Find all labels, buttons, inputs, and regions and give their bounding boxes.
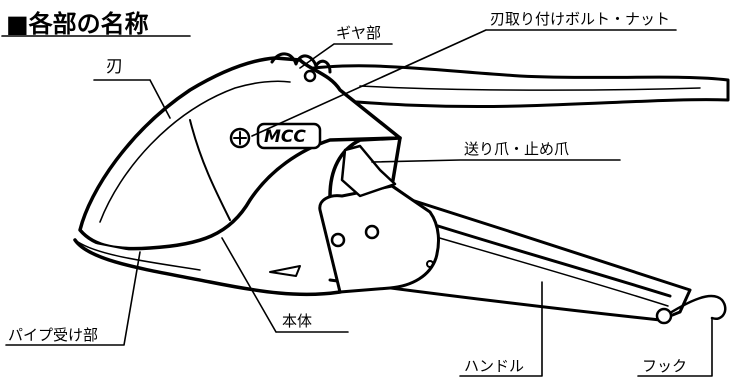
page-title: ■各部の名称: [6, 10, 149, 38]
leader-gear: [299, 43, 393, 69]
label-blade: 刃: [106, 57, 123, 77]
brand-badge: [256, 122, 322, 150]
hook: [660, 294, 727, 321]
leader-pipe: [5, 251, 141, 346]
leader-hook: [637, 317, 713, 377]
upper-handle: [298, 64, 730, 109]
label-body: 本体: [282, 312, 313, 330]
label-feed-pawl: 送り爪・止め爪: [464, 140, 570, 158]
leader-handle: [459, 281, 543, 377]
leader-body: [221, 237, 349, 333]
label-pipe-receiver: パイプ受け部: [8, 326, 99, 344]
brand-mark: MCC: [264, 127, 306, 147]
label-handle: ハンドル: [464, 357, 525, 375]
leader-blade: [93, 79, 171, 119]
label-hook: フック: [642, 357, 688, 375]
label-gear: ギヤ部: [336, 24, 382, 42]
gear-teeth: [270, 52, 332, 74]
leader-bolt: [251, 29, 677, 137]
leader-feed: [371, 159, 621, 163]
side-plate: [318, 184, 440, 294]
label-blade-bolt: 刃取り付けボルト・ナット: [490, 10, 671, 28]
feed-pawl: [340, 144, 397, 198]
